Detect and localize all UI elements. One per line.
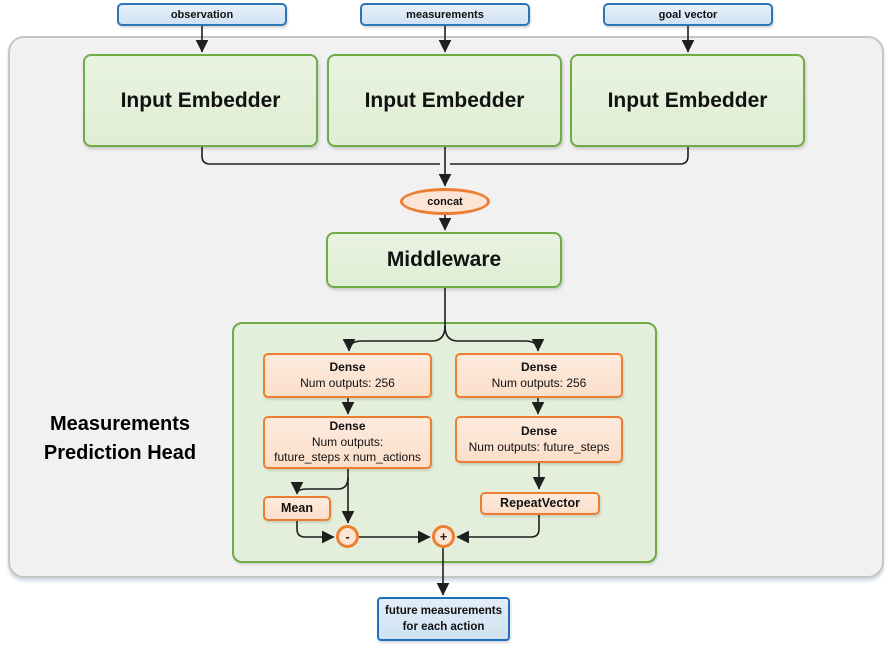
input-box-observation: observation (117, 3, 287, 26)
concat-label: concat (427, 195, 463, 208)
dense-right-1: Dense Num outputs: 256 (455, 353, 623, 398)
dense-left-2: Dense Num outputs: future_steps x num_ac… (263, 416, 432, 469)
input-box-measurements: measurements (360, 3, 530, 26)
dense-subtitle: Num outputs: 256 (491, 375, 587, 390)
minus-label: - (345, 529, 350, 544)
input-embedder-box-2: Input Embedder (327, 54, 562, 147)
embedder-label: Input Embedder (607, 88, 768, 112)
dense-right-2: Dense Num outputs: future_steps (455, 416, 623, 463)
mean-label: Mean (281, 500, 313, 515)
repeat-vector-label: RepeatVector (500, 495, 580, 510)
dense-title: Dense (329, 419, 366, 434)
repeat-vector-box: RepeatVector (480, 492, 600, 515)
dense-title: Dense (520, 424, 558, 438)
input-embedder-box-1: Input Embedder (83, 54, 318, 147)
embedder-label: Input Embedder (364, 88, 525, 112)
dense-subtitle: Num outputs: (311, 434, 384, 449)
middleware-label: Middleware (386, 248, 502, 271)
dense-subtitle: Num outputs: future_steps (468, 439, 610, 454)
dense-subtitle: Num outputs: 256 (300, 375, 395, 390)
embedder-label: Input Embedder (120, 88, 281, 112)
input-box-goal-vector: goal vector (603, 3, 773, 26)
plus-operator-node: + (432, 525, 455, 548)
input-label: measurements (406, 8, 484, 21)
head-title-line1: Measurements (49, 413, 191, 435)
output-label-line2: for each action (402, 621, 485, 633)
input-label: observation (170, 8, 234, 21)
dense-subtitle: future_steps x num_actions (274, 450, 421, 465)
middleware-box: Middleware (326, 232, 562, 288)
minus-operator-node: - (336, 525, 359, 548)
input-label: goal vector (658, 8, 718, 21)
output-label-line1: future measurements (385, 605, 502, 617)
mean-box: Mean (263, 496, 331, 521)
output-box-future-measurements: future measurements for each action (377, 597, 510, 641)
dense-left-1: Dense Num outputs: 256 (263, 353, 432, 398)
input-embedder-box-3: Input Embedder (570, 54, 805, 147)
plus-label: + (439, 529, 448, 544)
dense-title: Dense (520, 360, 558, 374)
head-title: Measurements Prediction Head (14, 410, 226, 468)
concat-node: concat (400, 188, 490, 215)
head-title-line2: Prediction Head (43, 442, 197, 464)
dense-title: Dense (329, 360, 366, 374)
